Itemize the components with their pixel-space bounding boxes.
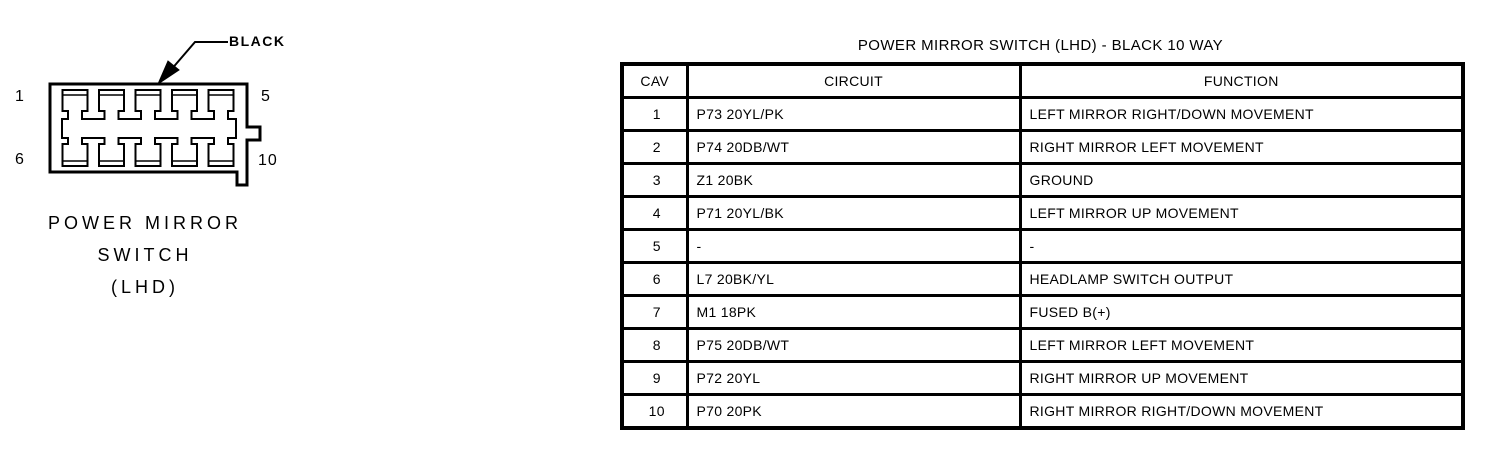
circuit-cell: - — [685, 228, 1022, 264]
cav-cell: 5 — [620, 228, 689, 264]
table-row: 6 L7 20BK/YL HEADLAMP SWITCH OUTPUT — [620, 261, 1465, 297]
circuit-cell: M1 18PK — [685, 294, 1022, 330]
cav-cell: 1 — [620, 96, 689, 132]
pin-label-5: 5 — [261, 88, 271, 105]
circuit-cell: P75 20DB/WT — [685, 327, 1022, 363]
connector-color-label: BLACK — [229, 33, 286, 49]
connector-diagram: BLACK 1 5 6 10 POWER MIRROR SWITCH (LHD) — [0, 0, 320, 320]
header-row: CAV CIRCUIT FUNCTION — [620, 62, 1465, 99]
pin-label-1: 1 — [15, 88, 25, 105]
function-cell: RIGHT MIRROR LEFT MOVEMENT — [1018, 129, 1465, 165]
col-header-function: FUNCTION — [1018, 62, 1465, 99]
function-cell: LEFT MIRROR LEFT MOVEMENT — [1018, 327, 1465, 363]
pinout-table: CAV CIRCUIT FUNCTION 1 P73 20YL/PK LEFT … — [620, 62, 1465, 430]
table-row: 7 M1 18PK FUSED B(+) — [620, 294, 1465, 330]
table-row: 8 P75 20DB/WT LEFT MIRROR LEFT MOVEMENT — [620, 327, 1465, 363]
circuit-cell: L7 20BK/YL — [685, 261, 1022, 297]
pin-label-10: 10 — [258, 152, 278, 169]
connector-drawing — [48, 41, 262, 187]
table-row: 5 - - — [620, 228, 1465, 264]
cav-cell: 10 — [620, 393, 689, 430]
caption-line-3: (LHD) — [111, 277, 179, 297]
table-row: 3 Z1 20BK GROUND — [620, 162, 1465, 198]
function-cell: HEADLAMP SWITCH OUTPUT — [1018, 261, 1465, 297]
pinout-section: POWER MIRROR SWITCH (LHD) - BLACK 10 WAY… — [620, 37, 1465, 430]
table-row: 4 P71 20YL/BK LEFT MIRROR UP MOVEMENT — [620, 195, 1465, 231]
function-cell: LEFT MIRROR RIGHT/DOWN MOVEMENT — [1018, 96, 1465, 132]
caption-line-2: SWITCH — [97, 245, 193, 265]
function-cell: FUSED B(+) — [1018, 294, 1465, 330]
cav-cell: 6 — [620, 261, 689, 297]
connector-caption: POWER MIRROR SWITCH (LHD) — [20, 207, 270, 303]
circuit-cell: P70 20PK — [685, 393, 1022, 430]
function-cell: GROUND — [1018, 162, 1465, 198]
circuit-cell: P73 20YL/PK — [685, 96, 1022, 132]
circuit-cell: P72 20YL — [685, 360, 1022, 396]
col-header-circuit: CIRCUIT — [685, 62, 1022, 99]
table-row: 9 P72 20YL RIGHT MIRROR UP MOVEMENT — [620, 360, 1465, 396]
function-cell: RIGHT MIRROR RIGHT/DOWN MOVEMENT — [1018, 393, 1465, 430]
table-title: POWER MIRROR SWITCH (LHD) - BLACK 10 WAY — [857, 37, 1224, 54]
caption-line-1: POWER MIRROR — [48, 213, 242, 233]
cav-cell: 4 — [620, 195, 689, 231]
connector-cavity — [61, 89, 237, 167]
cav-cell: 9 — [620, 360, 689, 396]
connector-shell — [48, 82, 262, 187]
function-cell: LEFT MIRROR UP MOVEMENT — [1018, 195, 1465, 231]
cav-cell: 2 — [620, 129, 689, 165]
cav-cell: 7 — [620, 294, 689, 330]
circuit-cell: P71 20YL/BK — [685, 195, 1022, 231]
function-cell: RIGHT MIRROR UP MOVEMENT — [1018, 360, 1465, 396]
table-row: 1 P73 20YL/PK LEFT MIRROR RIGHT/DOWN MOV… — [620, 96, 1465, 132]
circuit-cell: Z1 20BK — [685, 162, 1022, 198]
function-cell: - — [1018, 228, 1465, 264]
cav-cell: 3 — [620, 162, 689, 198]
circuit-cell: P74 20DB/WT — [685, 129, 1022, 165]
col-header-cav: CAV — [620, 62, 689, 99]
black-arrowhead-icon — [156, 60, 180, 86]
cav-cell: 8 — [620, 327, 689, 363]
table-row: 10 P70 20PK RIGHT MIRROR RIGHT/DOWN MOVE… — [620, 393, 1465, 430]
table-row: 2 P74 20DB/WT RIGHT MIRROR LEFT MOVEMENT — [620, 129, 1465, 165]
pin-label-6: 6 — [15, 151, 25, 168]
